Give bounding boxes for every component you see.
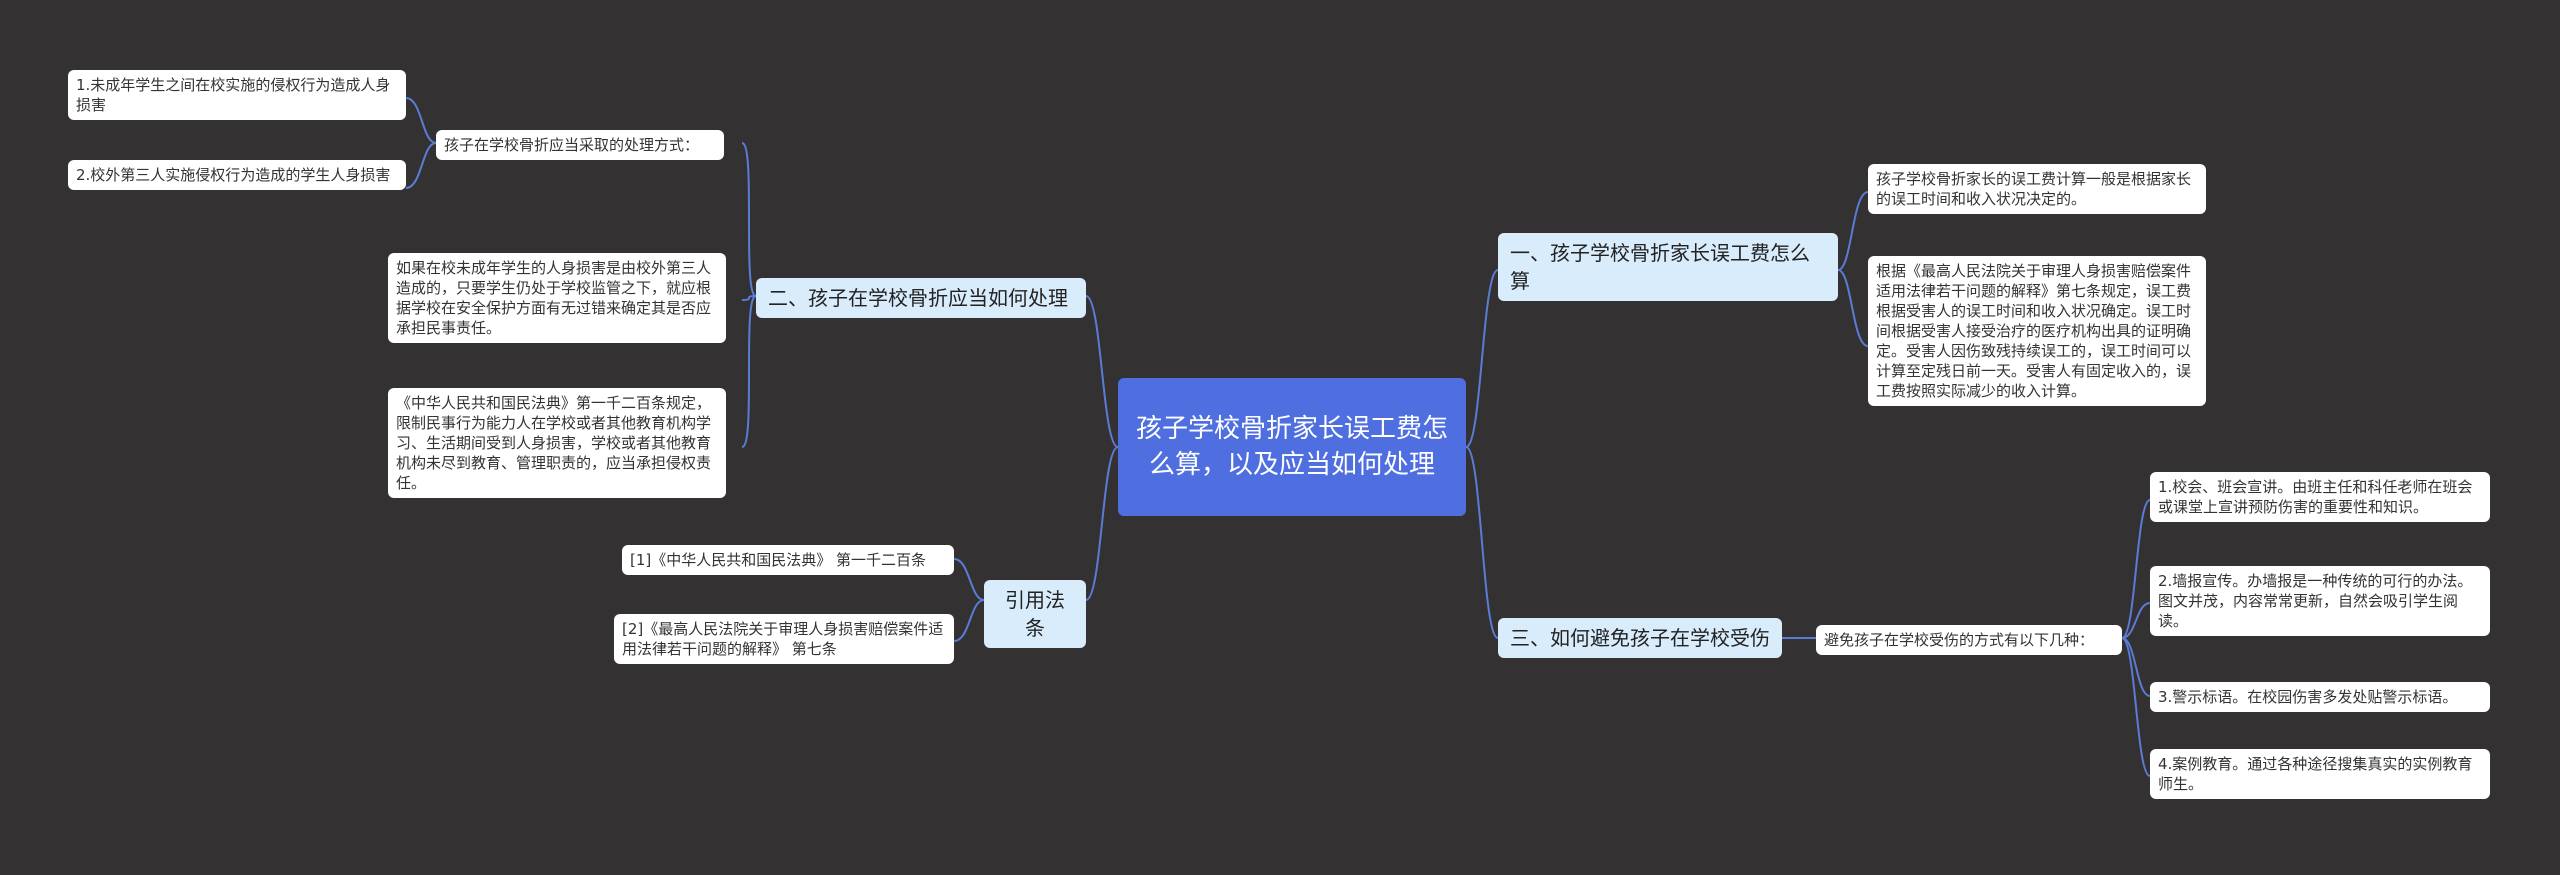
root-topic-text: 孩子学校骨折家长误工费怎么算，以及应当如何处理: [1135, 414, 1448, 480]
branch-how-to-handle-title: 二、孩子在学校骨折应当如何处理: [768, 286, 1068, 310]
branch-prevent-injury-title: 三、如何避免孩子在学校受伤: [1510, 626, 1770, 650]
link-b2-sub: [741, 142, 757, 297]
handling-method-item-2-text: 2.校外第三人实施侵权行为造成的学生人身损害: [76, 166, 391, 184]
lost-wages-basis-text: 孩子学校骨折家长的误工费计算一般是根据家长的误工时间和收入状况决定的。: [1876, 170, 2192, 208]
link-refs-2: [953, 599, 985, 642]
prevention-methods-heading[interactable]: 避免孩子在学校受伤的方式有以下几种：: [1816, 625, 2122, 655]
civil-code-article-paragraph[interactable]: 《中华人民共和国民法典》第一千二百条规定，限制民事行为能力人在学校或者其他教育机…: [388, 388, 726, 498]
root-topic[interactable]: 孩子学校骨折家长误工费怎么算，以及应当如何处理: [1118, 378, 1466, 516]
branch-how-to-handle[interactable]: 二、孩子在学校骨折应当如何处理: [756, 278, 1086, 318]
prevention-item-4[interactable]: 4.案例教育。通过各种途径搜集真实的实例教育师生。: [2150, 749, 2490, 799]
link-refs-1: [953, 558, 985, 601]
handling-methods-heading-text: 孩子在学校骨折应当采取的处理方式：: [444, 136, 700, 154]
prevention-item-4-text: 4.案例教育。通过各种途径搜集真实的实例教育师生。: [2158, 755, 2473, 793]
handling-methods-heading[interactable]: 孩子在学校骨折应当采取的处理方式：: [436, 130, 724, 160]
branch-prevent-injury[interactable]: 三、如何避免孩子在学校受伤: [1498, 618, 1782, 658]
link-b3sub-2: [2121, 602, 2151, 639]
prevention-item-2-text: 2.墙报宣传。办墙报是一种传统的可行的办法。图文并茂，内容常常更新，自然会吸引学…: [2158, 572, 2473, 630]
cited-law-1-text: [1]《中华人民共和国民法典》 第一千二百条: [630, 551, 927, 569]
branch-lost-wages-calc-title: 一、孩子学校骨折家长误工费怎么算: [1510, 241, 1810, 293]
link-root-refs: [1085, 446, 1119, 601]
link-b1-2: [1837, 269, 1869, 347]
branch-cited-laws[interactable]: 引用法条: [984, 580, 1086, 648]
prevention-item-3[interactable]: 3.警示标语。在校园伤害多发处贴警示标语。: [2150, 682, 2490, 712]
cited-law-1[interactable]: [1]《中华人民共和国民法典》 第一千二百条: [622, 545, 954, 575]
handling-method-item-1-text: 1.未成年学生之间在校实施的侵权行为造成人身损害: [76, 76, 391, 114]
branch-cited-laws-title: 引用法条: [1005, 588, 1065, 640]
link-b2-para1: [741, 295, 757, 301]
branch-lost-wages-calc[interactable]: 一、孩子学校骨折家长误工费怎么算: [1498, 233, 1838, 301]
link-root-b1: [1465, 269, 1499, 448]
lost-wages-regulation[interactable]: 根据《最高人民法院关于审理人身损害赔偿案件适用法律若干问题的解释》第七条规定，误…: [1868, 256, 2206, 406]
link-b1-1: [1837, 191, 1869, 271]
link-b3sub-4: [2121, 637, 2151, 777]
third-party-liability-text: 如果在校未成年学生的人身损害是由校外第三人造成的，只要学生仍处于学校监管之下，就…: [396, 259, 712, 337]
prevention-methods-heading-text: 避免孩子在学校受伤的方式有以下几种：: [1824, 631, 2095, 649]
link-sub-item1: [405, 97, 437, 144]
prevention-item-1[interactable]: 1.校会、班会宣讲。由班主任和科任老师在班会或课堂上宣讲预防伤害的重要性和知识。: [2150, 472, 2490, 522]
lost-wages-basis[interactable]: 孩子学校骨折家长的误工费计算一般是根据家长的误工时间和收入状况决定的。: [1868, 164, 2206, 214]
prevention-item-3-text: 3.警示标语。在校园伤害多发处贴警示标语。: [2158, 688, 2458, 706]
link-root-b3: [1465, 446, 1499, 639]
third-party-liability-paragraph[interactable]: 如果在校未成年学生的人身损害是由校外第三人造成的，只要学生仍处于学校监管之下，就…: [388, 253, 726, 343]
civil-code-article-text: 《中华人民共和国民法典》第一千二百条规定，限制民事行为能力人在学校或者其他教育机…: [396, 394, 712, 492]
prevention-item-1-text: 1.校会、班会宣讲。由班主任和科任老师在班会或课堂上宣讲预防伤害的重要性和知识。: [2158, 478, 2473, 516]
lost-wages-regulation-text: 根据《最高人民法院关于审理人身损害赔偿案件适用法律若干问题的解释》第七条规定，误…: [1876, 262, 2192, 400]
link-sub-item2: [405, 142, 437, 189]
cited-law-2[interactable]: [2]《最高人民法院关于审理人身损害赔偿案件适用法律若干问题的解释》 第七条: [614, 614, 954, 664]
prevention-item-2[interactable]: 2.墙报宣传。办墙报是一种传统的可行的办法。图文并茂，内容常常更新，自然会吸引学…: [2150, 566, 2490, 636]
link-b2-para2: [741, 295, 757, 448]
link-b3sub-1: [2121, 499, 2151, 639]
handling-method-item-2[interactable]: 2.校外第三人实施侵权行为造成的学生人身损害: [68, 160, 406, 190]
link-root-b2: [1085, 295, 1119, 448]
link-b3sub-3: [2121, 637, 2151, 697]
handling-method-item-1[interactable]: 1.未成年学生之间在校实施的侵权行为造成人身损害: [68, 70, 406, 120]
cited-law-2-text: [2]《最高人民法院关于审理人身损害赔偿案件适用法律若干问题的解释》 第七条: [622, 620, 944, 658]
